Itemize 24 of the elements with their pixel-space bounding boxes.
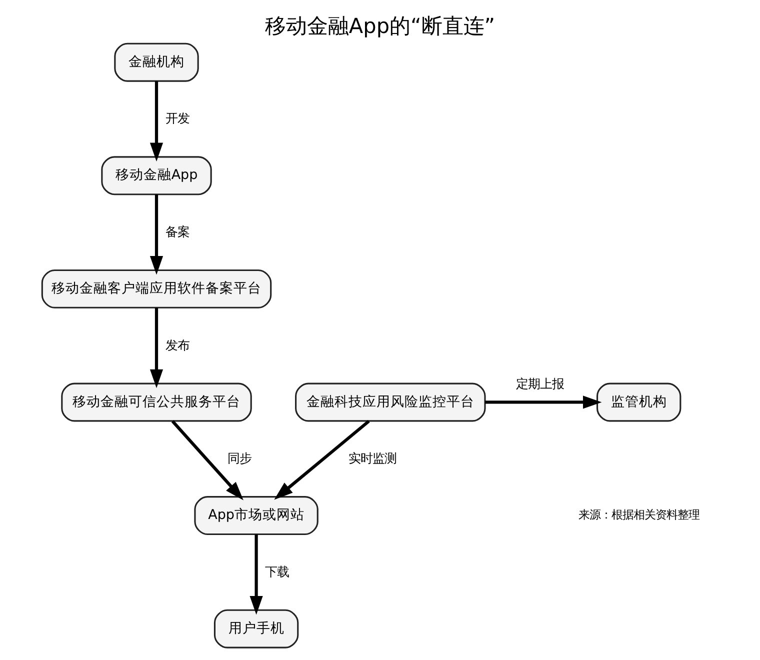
arrow xyxy=(150,81,164,162)
node-box: 用户手机 xyxy=(214,609,299,648)
edge-label: 下载 xyxy=(265,564,290,579)
node-box: 金融科技应用风险监控平台 xyxy=(295,382,486,422)
node-box: 移动金融客户端应用软件备案平台 xyxy=(41,269,272,308)
edge-label: 同步 xyxy=(228,450,252,466)
arrow xyxy=(150,194,164,275)
edge-label: 备案 xyxy=(165,224,190,240)
edge-label: 发布 xyxy=(165,337,190,352)
edge-label: 实时监测 xyxy=(348,450,396,466)
arrow xyxy=(250,534,263,615)
arrow xyxy=(171,420,244,500)
node-box: 移动金融可信公共服务平台 xyxy=(61,382,252,422)
arrow xyxy=(485,396,602,409)
edge-label: 开发 xyxy=(165,110,190,126)
arrow xyxy=(274,420,370,500)
node-box: 移动金融App xyxy=(101,156,212,196)
node-box: 金融机构 xyxy=(114,42,199,82)
edge-label: 定期上报 xyxy=(516,376,564,391)
diagram-title: 移动金融App的“断直连” xyxy=(264,14,496,38)
node-box: 监管机构 xyxy=(596,382,682,422)
label: 来源：根据相关资料整理 xyxy=(578,507,700,522)
node-box: App市场或网站 xyxy=(194,496,318,536)
arrow xyxy=(150,308,164,388)
